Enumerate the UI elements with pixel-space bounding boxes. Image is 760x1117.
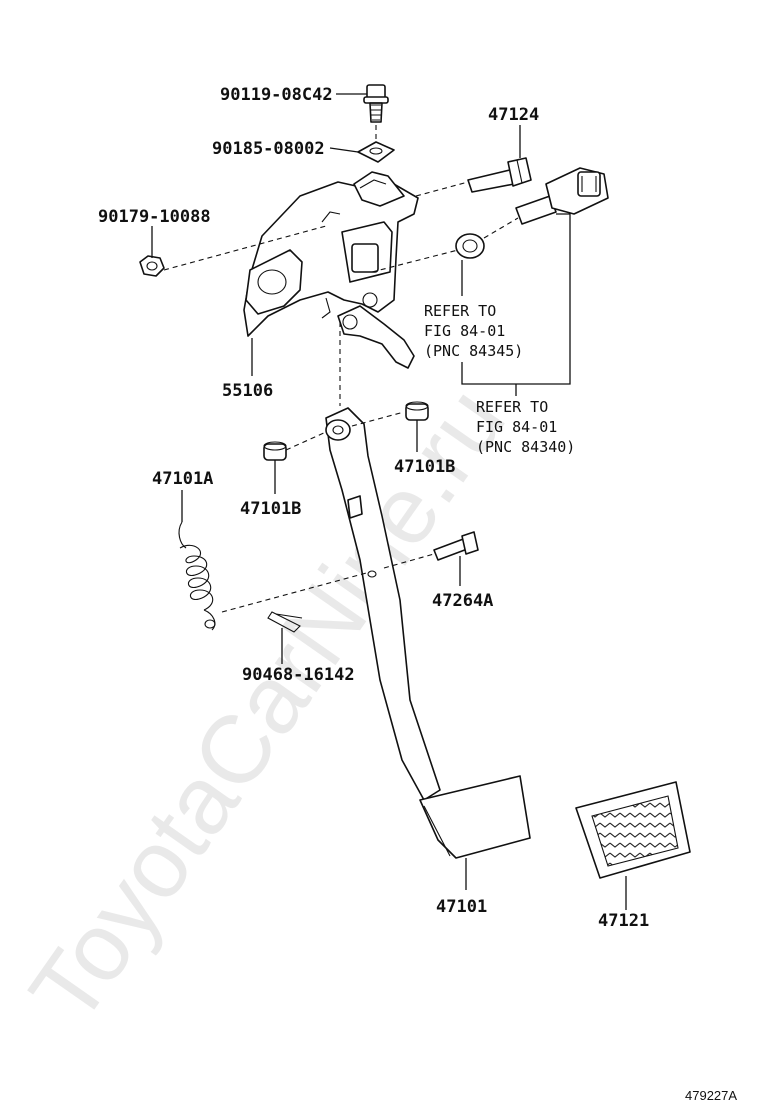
label-90179-10088: 90179-10088 [98,207,211,227]
label-47121: 47121 [598,911,649,931]
bracket-55106-drawing[interactable] [243,171,419,369]
nut-90179-10088-drawing[interactable] [139,255,165,277]
pedal-pad-47121-drawing[interactable] [575,781,691,879]
ref1-line1: REFER TO [424,302,496,320]
pin-bolt-47124-drawing[interactable] [467,157,532,193]
switch-bushing-drawing[interactable] [455,233,485,259]
clip-90468-16142-drawing[interactable] [267,611,303,633]
bushing-47101b-upper-drawing[interactable] [405,401,429,421]
ref2-line2: FIG 84-01 [476,418,557,436]
label-47124: 47124 [488,105,539,125]
stop-lamp-switch-drawing[interactable] [515,167,609,225]
ref2-line3: (PNC 84340) [476,438,575,456]
washer-plate-90185-08002-drawing[interactable] [357,141,395,163]
ref2-line1: REFER TO [476,398,548,416]
ref1-line2: FIG 84-01 [424,322,505,340]
pedal-47101-drawing[interactable] [325,407,531,859]
label-90185-08002: 90185-08002 [212,139,325,159]
label-47101a: 47101A [152,469,213,489]
label-90468-16142: 90468-16142 [242,665,355,685]
spring-47101a-drawing[interactable] [178,521,216,631]
label-55106: 55106 [222,381,273,401]
label-47101b-upper: 47101B [394,457,455,477]
bolt-90119-08c42-drawing[interactable] [363,84,389,123]
label-90119-08c42: 90119-08C42 [220,85,333,105]
label-47101: 47101 [436,897,487,917]
clevis-pin-47264a-drawing[interactable] [433,531,479,561]
label-47101b-lower: 47101B [240,499,301,519]
ref1-line3: (PNC 84345) [424,342,523,360]
figure-number: 479227A [685,1088,737,1103]
label-47264a: 47264A [432,591,493,611]
bushing-47101b-lower-drawing[interactable] [263,441,287,461]
